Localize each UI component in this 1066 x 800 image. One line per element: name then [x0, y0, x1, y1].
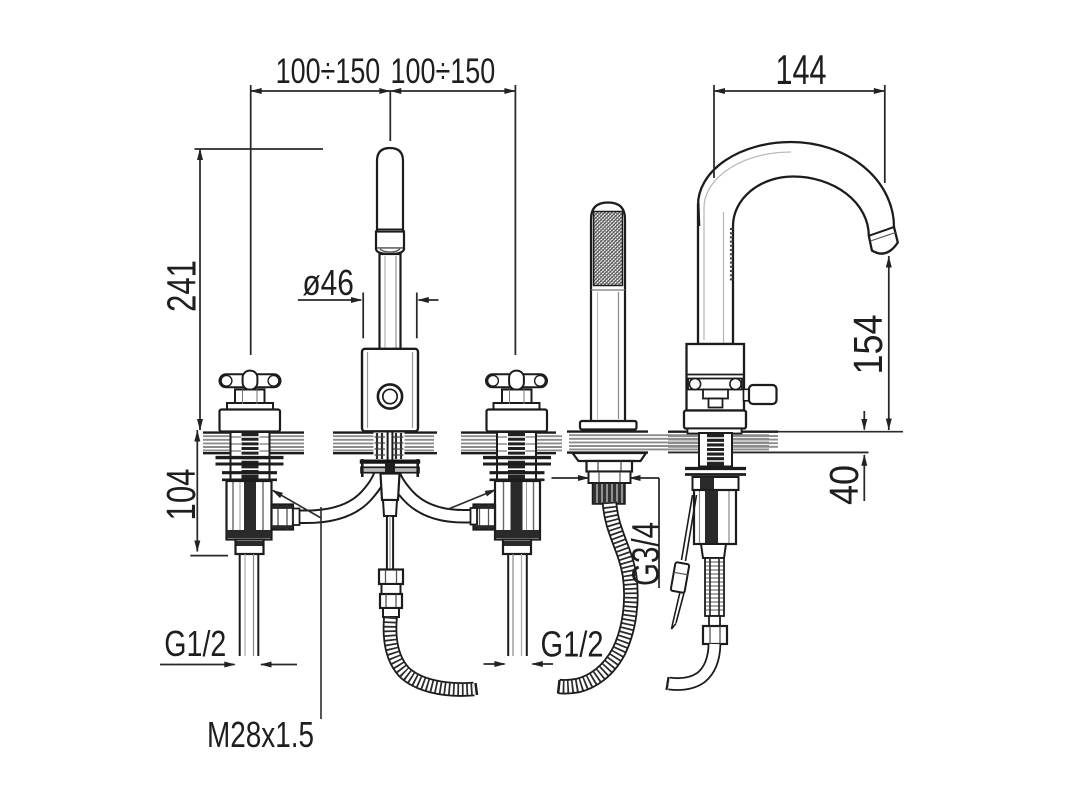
svg-text:144: 144 — [776, 46, 827, 93]
svg-text:G1/2: G1/2 — [164, 623, 226, 664]
svg-text:40: 40 — [821, 465, 867, 505]
svg-text:100÷150: 100÷150 — [391, 52, 496, 91]
svg-text:241: 241 — [159, 260, 205, 312]
svg-text:154: 154 — [845, 315, 891, 375]
svg-text:G1/2: G1/2 — [541, 624, 604, 665]
svg-text:ø46: ø46 — [302, 262, 354, 303]
svg-text:G3/4: G3/4 — [626, 522, 668, 586]
svg-text:100÷150: 100÷150 — [276, 52, 381, 91]
svg-text:M28x1.5: M28x1.5 — [207, 714, 314, 755]
svg-text:104: 104 — [158, 469, 204, 521]
